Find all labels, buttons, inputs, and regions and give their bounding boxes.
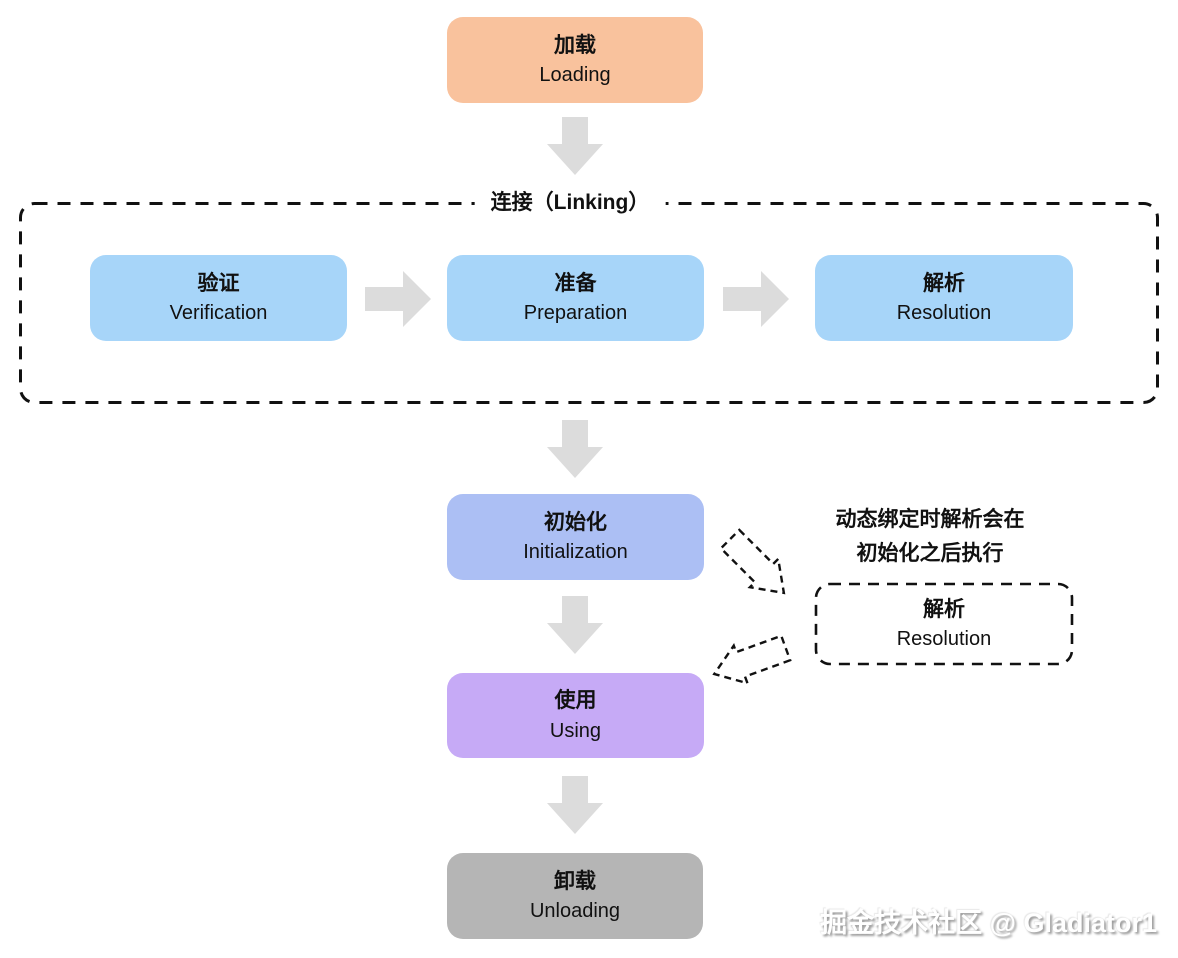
arrow-loading-to-linking-icon xyxy=(547,117,603,175)
watermark: 掘金技术社区 @ Gladiator1 xyxy=(820,908,1157,938)
node-initialization: 初始化 Initialization xyxy=(447,494,704,580)
node-preparation-label-zh: 准备 xyxy=(554,271,597,295)
node-dynamic-resolution-label-en: Resolution xyxy=(896,627,992,650)
node-dynamic-resolution-label-zh: 解析 xyxy=(923,598,965,622)
node-unloading-label-zh: 卸载 xyxy=(554,869,596,893)
dynamic-binding-note-line1: 动态绑定时解析会在 xyxy=(835,508,1025,531)
node-unloading-label-en: Unloading xyxy=(529,900,621,923)
node-verification: 验证 Verification xyxy=(90,255,347,341)
arrow-using-to-unloading-icon xyxy=(547,776,603,834)
arrow-verification-to-preparation-icon xyxy=(365,271,431,327)
node-loading: 加载 Loading xyxy=(447,17,703,103)
node-resolution: 解析 Resolution xyxy=(815,255,1073,341)
dynamic-resolution-box-border xyxy=(814,582,1074,666)
node-using-label-en: Using xyxy=(549,719,602,742)
dynamic-binding-note: 动态绑定时解析会在 初始化之后执行 xyxy=(836,503,1025,571)
node-unloading: 卸载 Unloading xyxy=(447,853,703,939)
node-resolution-label-en: Resolution xyxy=(896,302,992,325)
arrow-preparation-to-resolution-icon xyxy=(723,271,789,327)
node-loading-label-zh: 加载 xyxy=(554,33,596,57)
node-preparation-label-en: Preparation xyxy=(523,302,628,325)
node-resolution-label-zh: 解析 xyxy=(923,271,965,295)
node-initialization-label-en: Initialization xyxy=(523,541,628,564)
node-verification-label-en: Verification xyxy=(169,302,268,325)
arrow-linking-to-initialization-icon xyxy=(547,420,603,478)
node-using: 使用 Using xyxy=(447,673,704,758)
node-using-label-zh: 使用 xyxy=(554,689,597,713)
dynamic-binding-note-line2: 初始化之后执行 xyxy=(856,542,1004,565)
dashed-arrow-resolution-to-using-icon xyxy=(712,634,792,685)
dashed-arrow-initialization-to-resolution-icon xyxy=(719,528,786,595)
linking-group-title: 连接（Linking） xyxy=(474,188,666,218)
node-preparation: 准备 Preparation xyxy=(447,255,704,341)
node-loading-label-en: Loading xyxy=(539,64,611,87)
node-verification-label-zh: 验证 xyxy=(197,271,240,295)
node-initialization-label-zh: 初始化 xyxy=(544,510,607,534)
node-dynamic-resolution: 解析 Resolution xyxy=(816,584,1072,664)
arrow-initialization-to-using-icon xyxy=(547,596,603,654)
